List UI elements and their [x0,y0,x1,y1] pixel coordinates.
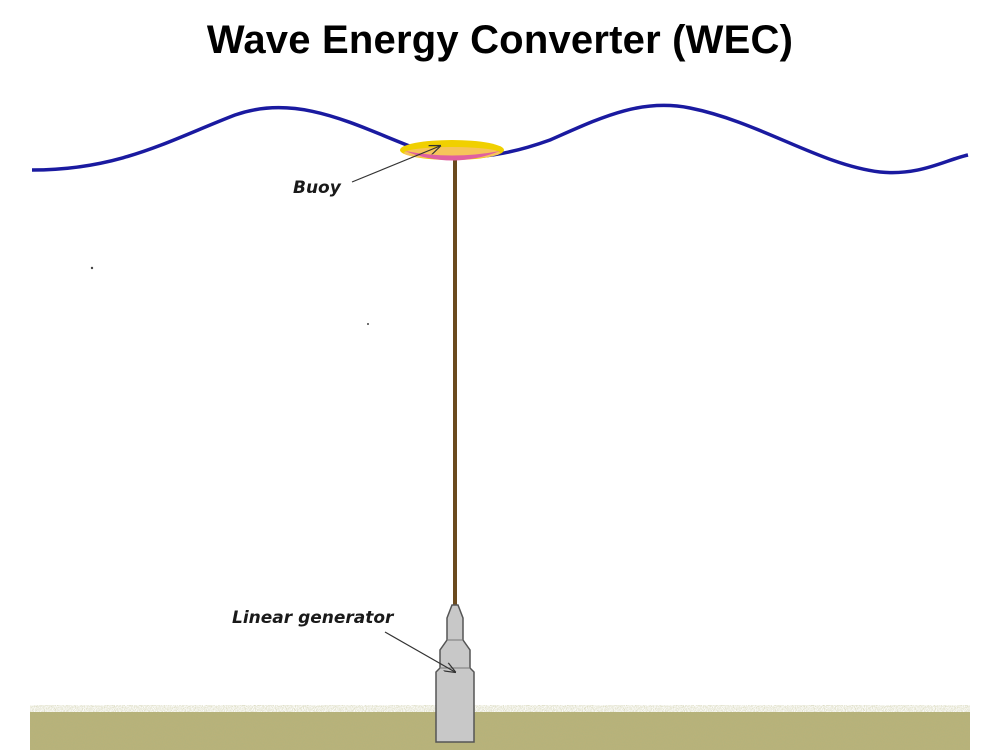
seabed [30,705,970,750]
speck [367,323,369,325]
speck [90,266,94,270]
generator-pointer [384,631,455,672]
linear-generator [435,604,475,743]
buoy-pointer [351,146,440,183]
ocean-wave [31,103,969,175]
generator-label: Linear generator [232,608,395,628]
buoy [400,140,504,161]
buoy-label: Buoy [293,178,342,198]
diagram-title: Wave Energy Converter (WEC) [206,18,794,62]
